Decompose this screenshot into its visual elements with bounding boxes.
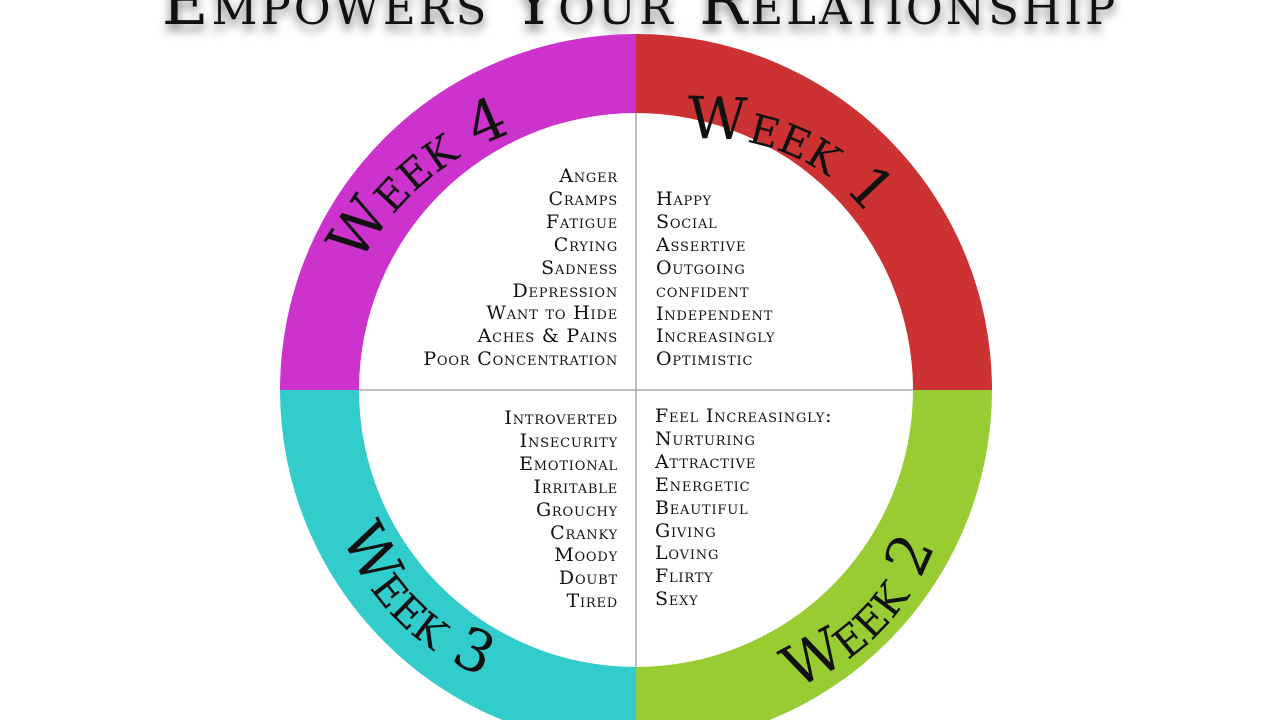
list-item: Outgoing (656, 256, 746, 279)
list-item: Attractive (655, 450, 757, 473)
list-item: Anger (559, 165, 618, 187)
list-item: Irritable (533, 475, 618, 498)
list-item: Moody (554, 544, 618, 567)
week-3-symptom-list: Introverted Insecurity Emotional Irritab… (504, 407, 618, 613)
list-item: Flirty (655, 565, 714, 588)
week-4-symptom-list: Anger Cramps Fatigue Crying Sadness Depr… (423, 165, 618, 371)
week-2-feeling-list: Feel Increasingly: Nurturing Attractive … (655, 405, 832, 611)
list-item: Aches & Pains (477, 325, 618, 348)
list-item: Feel Increasingly: (655, 405, 833, 427)
list-item: Independent (656, 302, 774, 325)
list-item: Doubt (558, 567, 618, 590)
list-item: Increasingly (656, 325, 776, 348)
list-item: Tired (566, 590, 618, 613)
list-item: Social (656, 210, 718, 233)
list-item: Cramps (548, 187, 618, 210)
list-item: Fatigue (545, 210, 618, 233)
list-item: Energetic (655, 473, 751, 496)
page-title: Empowers Your Relationship (161, 0, 1119, 40)
list-item: Assertive (656, 233, 747, 256)
list-item: Depression (512, 279, 618, 302)
list-item: Sexy (655, 588, 699, 611)
list-item: Nurturing (655, 427, 756, 450)
list-item: Poor Concentration (423, 348, 618, 371)
list-item: Beautiful (655, 496, 749, 519)
list-item: Want to Hide (486, 302, 618, 325)
list-item: Sadness (541, 256, 618, 279)
list-item: Grouchy (535, 498, 618, 521)
list-item: Introverted (504, 407, 618, 429)
list-item: Insecurity (519, 429, 618, 452)
list-item: Giving (655, 519, 717, 542)
list-item: Happy (656, 188, 713, 210)
list-item: Loving (655, 542, 720, 565)
week-1-feeling-list: Happy Social Assertive Outgoing confiden… (656, 188, 775, 371)
list-item: Emotional (519, 452, 618, 475)
list-item: Cranky (550, 521, 618, 544)
list-item: confident (656, 279, 750, 302)
list-item: Optimistic (656, 348, 754, 371)
list-item: Crying (553, 233, 618, 256)
